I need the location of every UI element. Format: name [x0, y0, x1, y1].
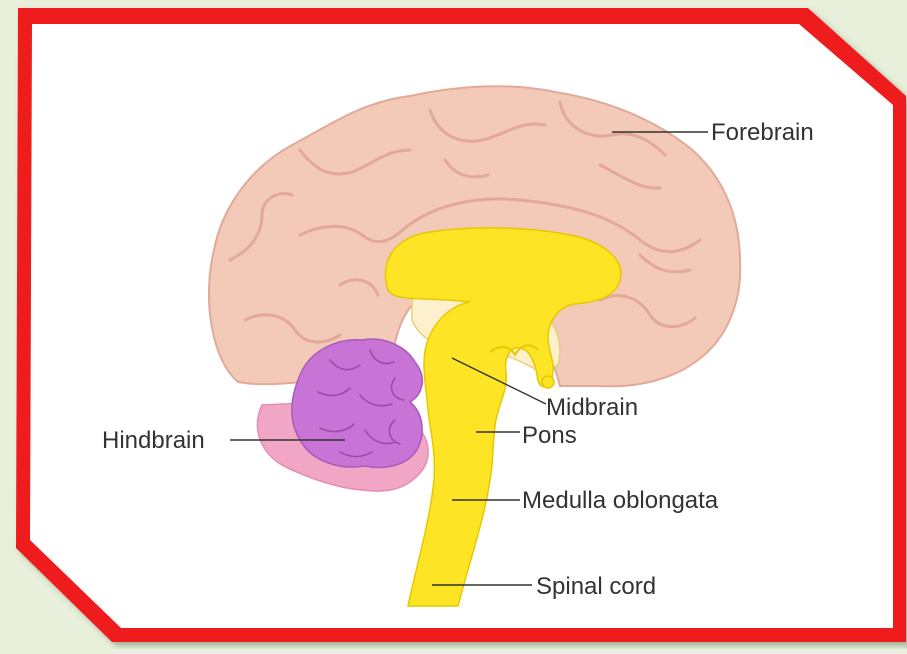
pineal-dot — [542, 376, 554, 388]
label-medulla-oblongata: Medulla oblongata — [522, 487, 719, 514]
label-hindbrain: Hindbrain — [102, 427, 205, 454]
label-forebrain: Forebrain — [711, 119, 814, 146]
label-spinal-cord: Spinal cord — [536, 573, 656, 600]
hindbrain-shape — [292, 339, 423, 467]
label-pons: Pons — [522, 422, 577, 449]
label-midbrain: Midbrain — [546, 394, 638, 421]
